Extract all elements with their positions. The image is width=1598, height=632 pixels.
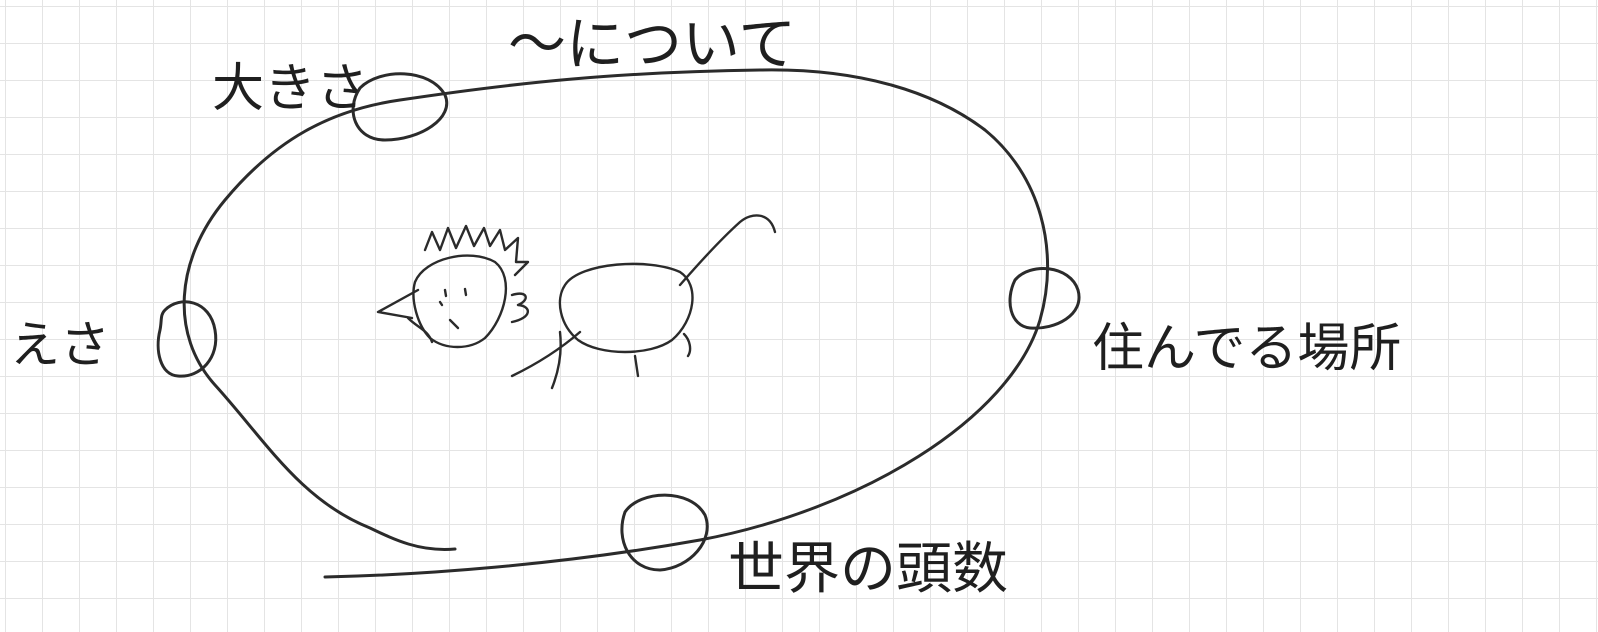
label-bottom: 世界の頭数 <box>728 537 1008 602</box>
lion-body <box>558 262 694 354</box>
label-right: 住んでる場所 <box>1092 319 1401 379</box>
node-circle-bottom <box>620 493 709 572</box>
label-top-left: 大きさ <box>212 59 368 119</box>
diagram-title: 〜について <box>508 10 796 78</box>
main-loop <box>182 68 1050 579</box>
node-circle-left <box>156 300 218 378</box>
node-circle-right <box>1008 267 1081 330</box>
node-circle-top-left <box>351 72 449 142</box>
label-left: えさ <box>10 316 110 374</box>
lion-mouth <box>406 316 460 344</box>
lion-doodle <box>376 214 777 390</box>
lion-legs <box>510 330 692 390</box>
lion-mane <box>423 224 530 277</box>
lion-ear <box>376 288 420 320</box>
lion-mane-curl <box>510 292 529 324</box>
lion-tail <box>678 214 777 287</box>
lion-eyes <box>438 287 468 307</box>
